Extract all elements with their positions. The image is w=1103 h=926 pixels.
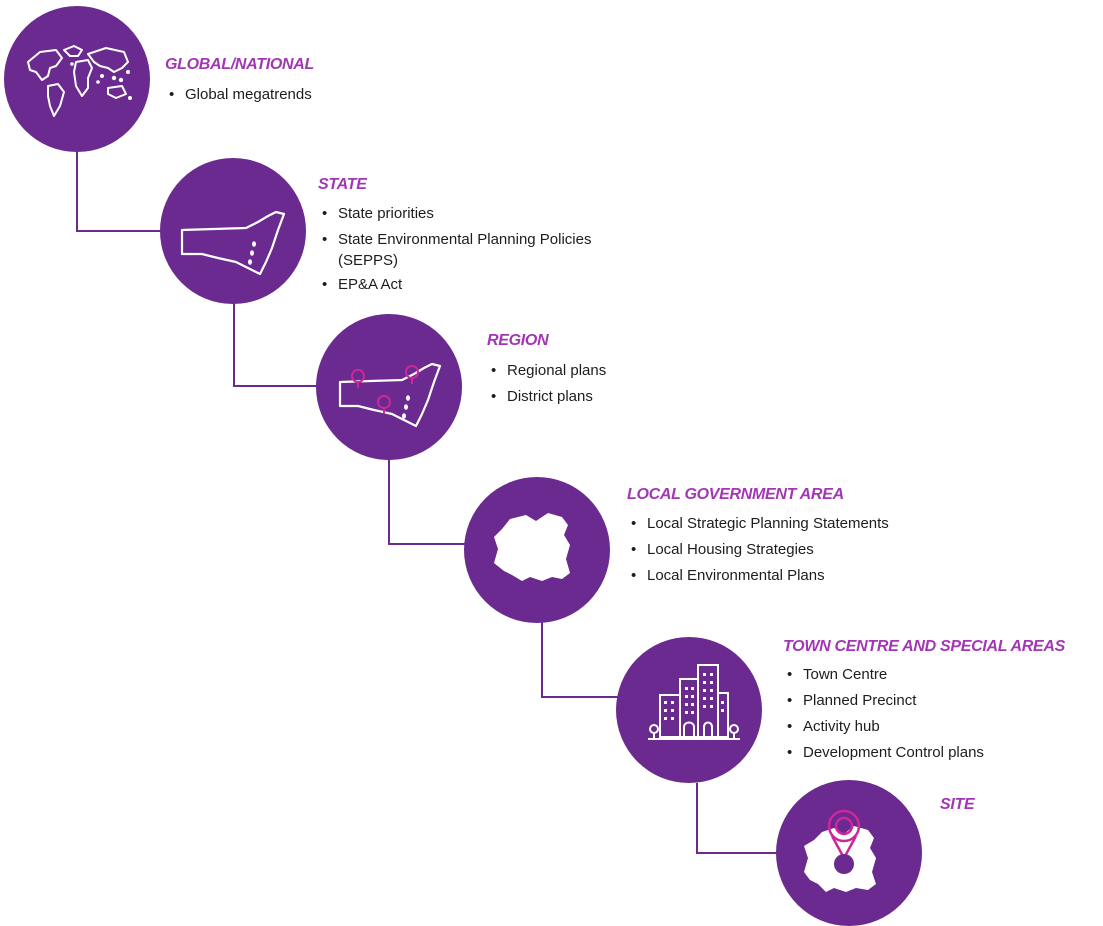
list-item: Regional plans xyxy=(487,358,606,384)
list-item: Planned Precinct xyxy=(783,688,984,714)
state-circle xyxy=(160,158,306,304)
list-item: Global megatrends xyxy=(165,82,312,108)
list-item: Local Strategic Planning Statements xyxy=(627,511,889,537)
lga-circle xyxy=(464,477,610,623)
town-centre-circle xyxy=(616,637,762,783)
list-item: District plans xyxy=(487,384,606,410)
level-list-state: State priorities State Environmental Pla… xyxy=(318,201,591,298)
level-list-town-centre: Town Centre Planned Precinct Activity hu… xyxy=(783,662,984,766)
list-item: EP&A Act xyxy=(318,272,591,298)
list-item: State Environmental Planning Policies(SE… xyxy=(318,227,591,272)
list-item: Town Centre xyxy=(783,662,984,688)
site-circle xyxy=(776,780,922,926)
global-national-circle xyxy=(4,6,150,152)
level-heading-lga: LOCAL GOVERNMENT AREA xyxy=(627,486,844,503)
list-item: Activity hub xyxy=(783,714,984,740)
region-map-pins-icon xyxy=(338,362,442,428)
region-circle xyxy=(316,314,462,460)
level-list-region: Regional plans District plans xyxy=(487,358,606,410)
lga-shape-icon xyxy=(494,513,570,581)
world-map-icon xyxy=(27,45,132,117)
list-item: Local Environmental Plans xyxy=(627,563,889,589)
level-list-global-national: Global megatrends xyxy=(165,82,312,108)
level-heading-state: STATE xyxy=(318,176,367,193)
list-item: State priorities xyxy=(318,201,591,227)
level-heading-town-centre: TOWN CENTRE AND SPECIAL AREAS xyxy=(783,638,1065,655)
site-pin-icon xyxy=(804,809,876,892)
list-item: Local Housing Strategies xyxy=(627,537,889,563)
state-outline-icon xyxy=(180,210,286,276)
level-heading-global-national: GLOBAL/NATIONAL xyxy=(165,56,314,73)
city-buildings-icon xyxy=(648,664,740,740)
level-list-lga: Local Strategic Planning Statements Loca… xyxy=(627,511,889,589)
list-item: Development Control plans xyxy=(783,740,984,766)
level-heading-site: SITE xyxy=(940,796,975,813)
level-heading-region: REGION xyxy=(487,332,549,349)
